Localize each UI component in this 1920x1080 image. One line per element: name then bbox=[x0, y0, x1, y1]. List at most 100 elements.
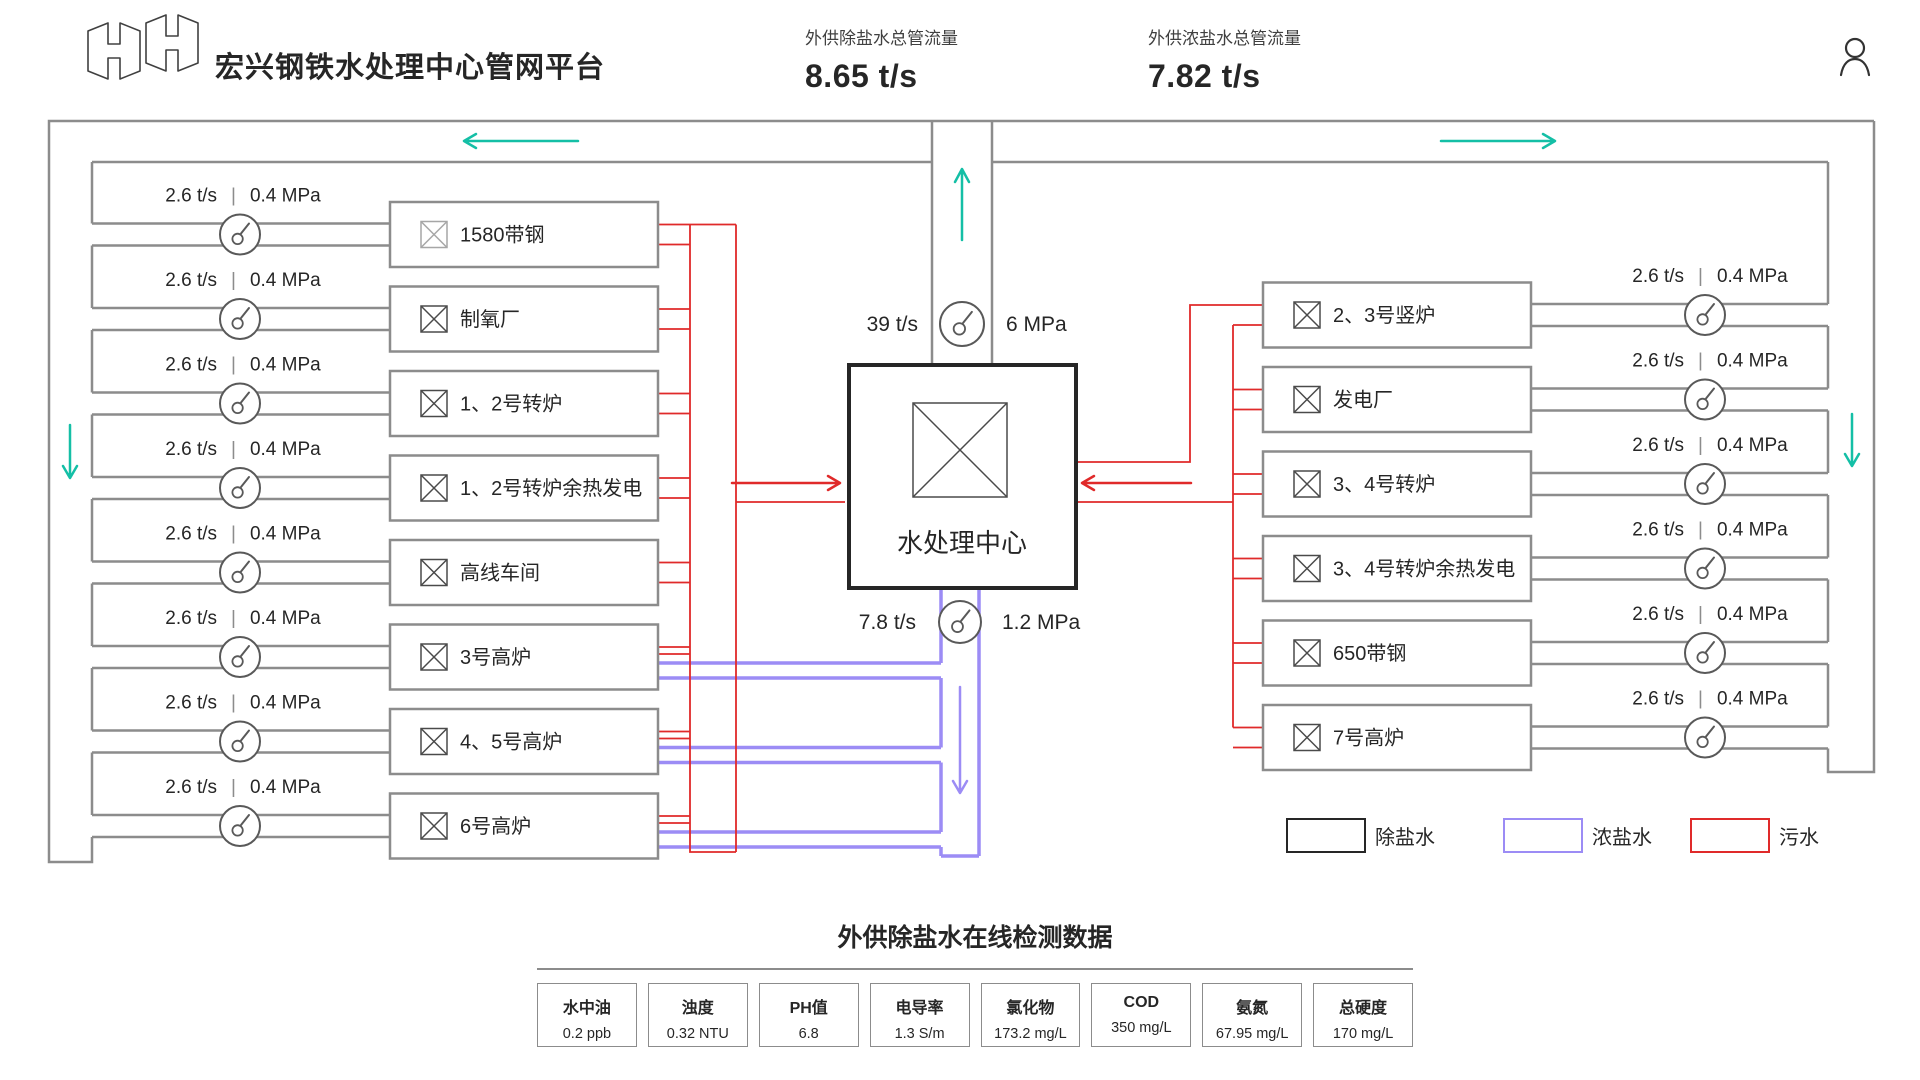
monitor-cells: 水中油 0.2 ppb 浊度 0.32 NTU PH值 6.8 电导率 1.3 … bbox=[537, 983, 1413, 1047]
arrow-sewage-left-in bbox=[730, 474, 842, 492]
gauge-icon[interactable] bbox=[219, 636, 261, 678]
crossed-box-icon bbox=[1293, 470, 1321, 498]
monitor-cell-conductivity: 电导率 1.3 S/m bbox=[869, 983, 970, 1047]
arrows-sewage-red bbox=[730, 474, 1193, 492]
brine-main-flow: 7.8 t/s bbox=[859, 611, 916, 634]
brine-pipes bbox=[657, 588, 981, 858]
company-logo bbox=[86, 14, 206, 85]
crossed-box-icon bbox=[420, 389, 448, 418]
unit-label: 3号高炉 bbox=[460, 646, 531, 669]
online-monitor-panel: 外供除盐水在线检测数据 水中油 0.2 ppb 浊度 0.32 NTU PH值 … bbox=[537, 918, 1413, 1047]
gauge-icon[interactable] bbox=[219, 213, 261, 256]
crossed-box-icon bbox=[420, 727, 448, 756]
hh-logo-icon bbox=[87, 14, 199, 80]
monitor-cell-ph: PH值 6.8 bbox=[758, 983, 859, 1047]
unit-box[interactable]: 650带钢 bbox=[1261, 619, 1533, 687]
stat-brine-main-flow: 外供浓盐水总管流量 7.82 t/s bbox=[1148, 24, 1301, 95]
unit-box[interactable]: 3、4号转炉 bbox=[1261, 450, 1533, 518]
unit-box[interactable]: 6号高炉 bbox=[388, 792, 660, 860]
gauge-icon[interactable] bbox=[1684, 547, 1726, 590]
legend-label: 除盐水 bbox=[1375, 827, 1435, 849]
arrow-left-down bbox=[61, 423, 79, 480]
crossed-box-icon bbox=[420, 474, 448, 502]
supply-main-pressure: 6 MPa bbox=[1006, 313, 1067, 336]
unit-box[interactable]: 3号高炉 bbox=[388, 623, 660, 691]
pipe-flow-pressure-label: 2.6 t/s|0.4 MPa bbox=[1632, 689, 1788, 710]
stat-value: 7.82 t/s bbox=[1148, 58, 1261, 94]
gauge-icon[interactable] bbox=[939, 301, 985, 347]
user-profile-icon[interactable] bbox=[1836, 36, 1874, 83]
unit-box[interactable]: 1、2号转炉 bbox=[388, 369, 660, 438]
gauge-icon[interactable] bbox=[219, 467, 261, 509]
gauge-icon[interactable] bbox=[219, 805, 261, 847]
stat-demi-water-main-flow: 外供除盐水总管流量 8.65 t/s bbox=[805, 24, 958, 95]
unit-row-left-5: 2.6 t/s|0.4 MPa 3号高炉 bbox=[92, 608, 690, 691]
unit-box[interactable]: 1580带钢 bbox=[388, 200, 660, 269]
unit-box[interactable]: 发电厂 bbox=[1261, 365, 1533, 434]
gauge-icon[interactable] bbox=[1684, 632, 1726, 674]
pipe-flow-pressure-label: 2.6 t/s|0.4 MPa bbox=[1632, 351, 1788, 372]
crossed-box-icon bbox=[1293, 723, 1321, 752]
pipe-flow-pressure-label: 2.6 t/s|0.4 MPa bbox=[165, 270, 321, 291]
gauge-icon[interactable] bbox=[219, 720, 261, 763]
crossed-box-icon bbox=[1293, 639, 1321, 667]
unit-label: 3、4号转炉 bbox=[1333, 473, 1435, 496]
gauge-icon[interactable] bbox=[219, 298, 261, 340]
monitor-cell-ammonia: 氨氮 67.95 mg/L bbox=[1202, 983, 1303, 1047]
unit-label: 650带钢 bbox=[1333, 642, 1406, 665]
pipe-flow-pressure-label: 2.6 t/s|0.4 MPa bbox=[1632, 266, 1788, 287]
pipe-flow-pressure-label: 2.6 t/s|0.4 MPa bbox=[1632, 604, 1788, 625]
monitor-cell-hardness: 总硬度 170 mg/L bbox=[1313, 983, 1413, 1047]
page-title: 宏兴钢铁水处理中心管网平台 bbox=[215, 52, 606, 84]
unit-box[interactable]: 高线车间 bbox=[388, 538, 660, 607]
unit-label: 发电厂 bbox=[1333, 389, 1393, 412]
unit-label: 制氧厂 bbox=[460, 308, 520, 331]
supply-main-flow: 39 t/s bbox=[867, 313, 918, 336]
crossed-box-icon bbox=[420, 812, 448, 840]
center-label: 水处理中心 bbox=[897, 528, 1027, 558]
crossed-box-icon bbox=[420, 305, 448, 333]
unit-label: 6号高炉 bbox=[460, 815, 531, 838]
unit-box[interactable]: 制氧厂 bbox=[388, 285, 660, 353]
unit-row-right-4: 2.6 t/s|0.4 MPa 650带钢 bbox=[1233, 604, 1828, 687]
unit-box[interactable]: 2、3号竖炉 bbox=[1261, 281, 1533, 349]
gauge-icon[interactable] bbox=[1684, 294, 1726, 336]
pipe-flow-pressure-label: 2.6 t/s|0.4 MPa bbox=[165, 777, 321, 798]
gauge-icon[interactable] bbox=[1684, 378, 1726, 421]
monitor-cell-turbidity: 浊度 0.32 NTU bbox=[647, 983, 748, 1047]
unit-box[interactable]: 4、5号高炉 bbox=[388, 707, 660, 776]
unit-row-right-2: 2.6 t/s|0.4 MPa 3、4号转炉 bbox=[1233, 435, 1828, 518]
water-treatment-center[interactable]: 水处理中心 bbox=[847, 363, 1078, 590]
unit-row-left-4: 2.6 t/s|0.4 MPa 高线车间 bbox=[92, 524, 690, 607]
arrow-top-right bbox=[1439, 132, 1557, 150]
unit-label: 2、3号竖炉 bbox=[1333, 304, 1435, 327]
arrow-center-up bbox=[953, 167, 971, 242]
unit-box[interactable]: 1、2号转炉余热发电 bbox=[388, 454, 660, 522]
gauge-icon[interactable] bbox=[219, 382, 261, 425]
unit-label: 7号高炉 bbox=[1333, 727, 1404, 750]
legend-brine: 浓盐水 bbox=[1503, 818, 1652, 853]
pipe-flow-pressure-label: 2.6 t/s|0.4 MPa bbox=[165, 439, 321, 460]
unit-box[interactable]: 3、4号转炉余热发电 bbox=[1261, 534, 1533, 603]
unit-box[interactable]: 7号高炉 bbox=[1261, 703, 1533, 772]
gauge-icon[interactable] bbox=[1684, 716, 1726, 759]
pipe-flow-pressure-label: 2.6 t/s|0.4 MPa bbox=[1632, 435, 1788, 456]
legend-swatch-demi-water bbox=[1286, 818, 1366, 853]
unit-row-right-0: 2.6 t/s|0.4 MPa 2、3号竖炉 bbox=[1233, 266, 1828, 349]
unit-row-left-3: 2.6 t/s|0.4 MPa 1、2号转炉余热发电 bbox=[92, 439, 690, 522]
unit-label: 1、2号转炉 bbox=[460, 393, 562, 416]
pipe-flow-pressure-label: 2.6 t/s|0.4 MPa bbox=[165, 186, 321, 207]
brine-main-pressure: 1.2 MPa bbox=[1002, 611, 1081, 634]
gauge-icon[interactable] bbox=[938, 600, 982, 644]
gauge-icon[interactable] bbox=[219, 551, 261, 594]
sewage-pipes bbox=[689, 223, 1234, 853]
crossed-box-icon bbox=[420, 558, 448, 587]
unit-row-right-3: 2.6 t/s|0.4 MPa 3、4号转炉余热发电 bbox=[1233, 520, 1828, 603]
monitor-divider bbox=[537, 968, 1413, 970]
pipe-flow-pressure-label: 2.6 t/s|0.4 MPa bbox=[1632, 520, 1788, 541]
arrow-top-left bbox=[462, 132, 580, 150]
gauge-icon[interactable] bbox=[1684, 463, 1726, 505]
stat-label: 外供除盐水总管流量 bbox=[805, 29, 958, 48]
